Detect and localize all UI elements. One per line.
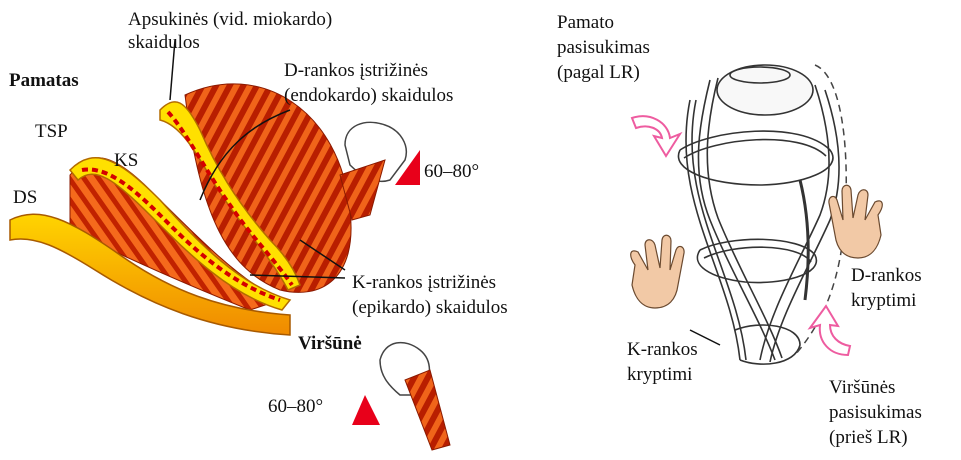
- pamato-pasisukimas-label: Pamato pasisukimas (pagal LR): [557, 10, 650, 85]
- twisted-band-illustration: [678, 65, 839, 364]
- d-rankos-endokardo-label: D-rankos įstrižinės (endokardo) skaidulo…: [284, 58, 453, 108]
- k-rankos-kryptimi-label: K-rankos kryptimi: [627, 337, 698, 387]
- pamato-rotation-arrow: [632, 116, 680, 156]
- k-rankos-kryptimi-line1: K-rankos: [627, 337, 698, 362]
- angle-top-label: 60–80°: [424, 161, 479, 183]
- pamatas-label: Pamatas: [9, 70, 79, 92]
- apsukines-line1: Apsukinės (vid. miokardo): [128, 8, 332, 31]
- ks-label: KS: [114, 150, 138, 172]
- right-hand-top-icon: [340, 122, 406, 220]
- apsukines-line2: skaidulos: [128, 31, 332, 54]
- tsp-label: TSP: [35, 121, 68, 143]
- virsunes-line2: pasisukimas: [829, 400, 922, 425]
- k-rankos-kryptimi-line2: kryptimi: [627, 362, 698, 387]
- virsunes-pasisukimas-label: Viršūnės pasisukimas (prieš LR): [829, 375, 922, 450]
- k-rankos-line1: K-rankos įstrižinės: [352, 270, 508, 295]
- pamato-line1: Pamato: [557, 10, 650, 35]
- right-hand-bottom-icon: [380, 343, 450, 450]
- d-rankos-line1: D-rankos įstrižinės: [284, 58, 453, 83]
- angle-wedge-bottom: [352, 395, 380, 425]
- pamato-line3: (pagal LR): [557, 60, 650, 85]
- d-rankos-kryptimi-line1: D-rankos: [851, 263, 922, 288]
- k-rankos-line2: (epikardo) skaidulos: [352, 295, 508, 320]
- virsunes-rotation-arrow: [810, 306, 850, 355]
- apsukines-label: Apsukinės (vid. miokardo) skaidulos: [128, 8, 332, 54]
- d-rankos-kryptimi-label: D-rankos kryptimi: [851, 263, 922, 313]
- left-hand-icon: [631, 235, 684, 308]
- k-rankos-epikardo-label: K-rankos įstrižinės (epikardo) skaidulos: [352, 270, 508, 320]
- d-rankos-line2: (endokardo) skaidulos: [284, 83, 453, 108]
- virsune-label: Viršūnė: [298, 333, 362, 355]
- pamato-line2: pasisukimas: [557, 35, 650, 60]
- virsunes-line1: Viršūnės: [829, 375, 922, 400]
- angle-bottom-label: 60–80°: [268, 396, 323, 418]
- ds-label: DS: [13, 187, 37, 209]
- d-rankos-kryptimi-line2: kryptimi: [851, 288, 922, 313]
- virsunes-line3: (prieš LR): [829, 425, 922, 450]
